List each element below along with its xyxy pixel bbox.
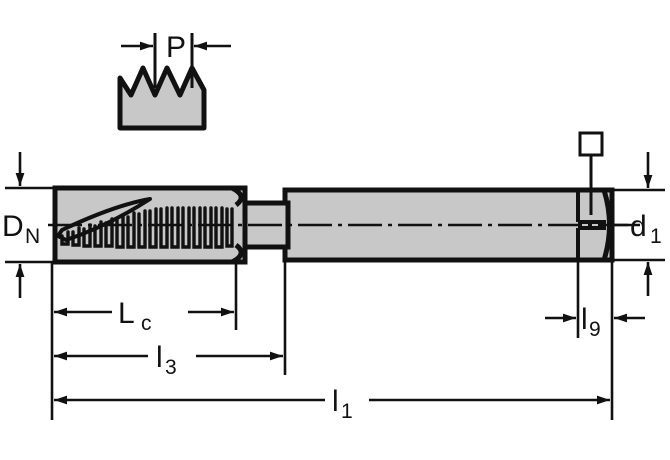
DN-label-sub: N <box>25 225 40 248</box>
dimension-extension-lines <box>50 262 614 420</box>
l3-label-backdrop <box>148 339 196 373</box>
Lc-label-backdrop <box>112 295 188 329</box>
dimension-l1: l 1 <box>54 383 610 423</box>
dimension-l3: l 3 <box>54 339 283 379</box>
thread-neck-relief-top <box>230 185 244 207</box>
thread-profile-detail: P <box>117 31 231 131</box>
dimension-DN: D N <box>2 152 118 298</box>
DN-label-base: D <box>2 210 24 243</box>
machine-tap-body <box>48 185 628 265</box>
l9-label-base: l <box>581 303 588 336</box>
thread-neck-relief-bottom <box>230 243 244 265</box>
l9-label-sub: 9 <box>589 318 601 341</box>
square-drive-end <box>576 190 606 260</box>
d1-label-sub: 1 <box>650 225 662 248</box>
d1-label-base: d <box>630 210 647 243</box>
l1-label-base: l <box>332 385 339 418</box>
thread-profile-shape <box>117 65 207 131</box>
l3-label-base: l <box>156 341 163 374</box>
l1-label-sub: 1 <box>341 400 353 423</box>
square-symbol-icon <box>578 131 604 157</box>
dimension-Lc: L c <box>54 295 234 335</box>
pitch-label: P <box>166 31 186 64</box>
thread-flute-marks <box>60 206 234 249</box>
l3-label-sub: 3 <box>165 356 177 379</box>
dimension-l9: l 9 <box>545 303 645 341</box>
Lc-label-sub: c <box>141 312 152 335</box>
dimension-d1: d 1 <box>560 152 665 296</box>
Lc-label-base: L <box>118 297 135 330</box>
square-drive-callout <box>578 131 604 215</box>
l1-label-backdrop <box>325 383 369 417</box>
